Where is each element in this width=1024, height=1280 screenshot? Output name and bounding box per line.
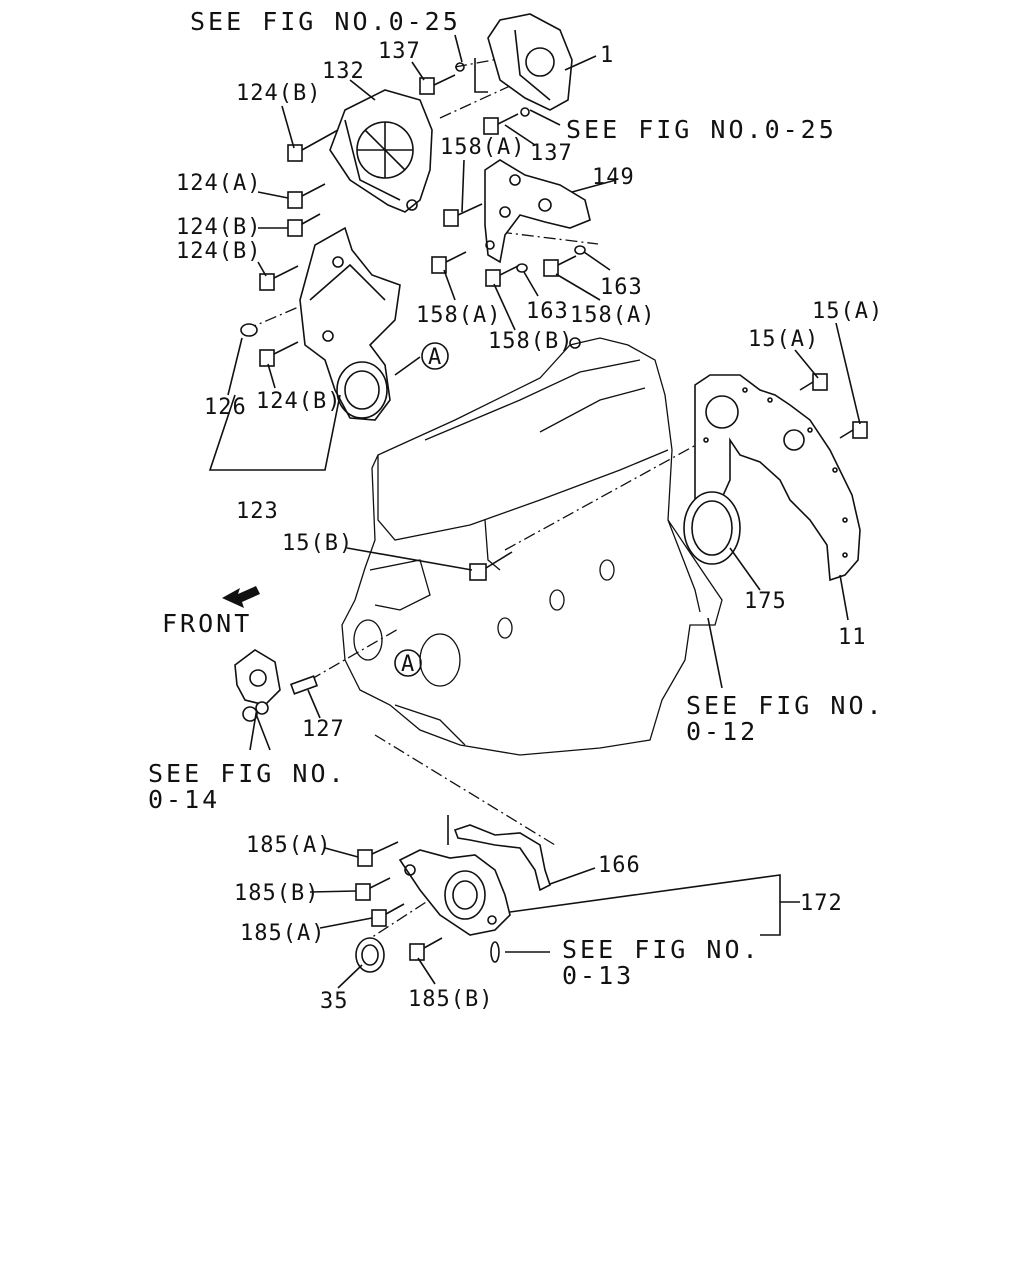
bolt-158a-3 (543, 255, 577, 277)
leader-lines (208, 34, 861, 989)
marker-a-top-label: A (428, 345, 442, 370)
bolt-137-top (419, 74, 456, 95)
engine-block (341, 337, 723, 756)
bolt-124b-1 (287, 129, 339, 162)
bracket (484, 159, 591, 273)
bolt-124b-2 (287, 213, 321, 237)
lower-timing-cover (240, 226, 401, 421)
rear-oil-seal (683, 491, 741, 565)
bolt-158b (485, 265, 519, 287)
callout-1: 1 (600, 43, 614, 68)
callout-185b-1: 185(B) (234, 881, 319, 906)
bolt-158a-1 (443, 203, 483, 227)
callout-123: 123 (236, 499, 279, 524)
upper-timing-cover (329, 89, 433, 213)
callout-158a-3: 158(A) (570, 303, 655, 328)
bolt-124a (287, 183, 326, 209)
bolt-124b-3 (259, 265, 299, 291)
callout-124b-3: 124(B) (176, 239, 261, 264)
ref-fig-0-14-line1: SEE FIG NO. (148, 759, 347, 788)
bolt-137-mid (483, 113, 519, 135)
marker-a-engine: A (394, 649, 422, 677)
marker-a-engine-label: A (401, 652, 415, 677)
front-label: FRONT (162, 609, 252, 638)
callout-185a-1: 185(A) (246, 833, 331, 858)
callout-172: 172 (800, 891, 843, 916)
callout-15a-1: 15(A) (748, 327, 819, 352)
dowel-pin (289, 675, 319, 695)
callout-11: 11 (838, 625, 867, 650)
bolt-15a-2 (839, 421, 868, 439)
front-oil-seal (355, 937, 385, 973)
ref-fig-0-13-line2: 0-13 (562, 961, 634, 990)
ref-fig-0-25-mid: SEE FIG NO.0-25 (566, 115, 837, 144)
callout-137-top: 137 (378, 39, 421, 64)
bolt-158a-2 (431, 251, 467, 274)
ref-fig-0-25-top: SEE FIG NO.0-25 (190, 7, 461, 36)
callout-137-mid: 137 (530, 141, 573, 166)
callout-132: 132 (322, 59, 365, 84)
callout-124b-2: 124(B) (176, 215, 261, 240)
ref-fig-0-14-line2: 0-14 (148, 785, 220, 814)
flywheel-housing-plate (694, 374, 861, 582)
callout-166: 166 (598, 853, 641, 878)
callout-15a-2: 15(A) (812, 299, 883, 324)
callout-124b-4: 124(B) (256, 389, 341, 414)
callout-149: 149 (592, 165, 635, 190)
ref-fig-0-12-line2: 0-12 (686, 717, 758, 746)
assembly-lines (244, 54, 706, 946)
callout-185b-2: 185(B) (408, 987, 493, 1012)
front-cover-assembly (398, 824, 551, 963)
bolt-124b-4 (259, 341, 299, 367)
ref-fig-0-13-line1: SEE FIG NO. (562, 935, 761, 964)
callout-163-a: 163 (600, 275, 643, 300)
marker-a-top: A (421, 342, 449, 370)
timing-rear-plate (455, 13, 573, 117)
bolt-185a-1 (357, 841, 399, 867)
callout-127: 127 (302, 717, 345, 742)
bolt-15b (469, 551, 513, 581)
bolt-185b-1 (355, 877, 391, 901)
bolts (259, 74, 868, 961)
callout-158a-1: 158(A) (440, 135, 525, 160)
callout-175: 175 (744, 589, 787, 614)
callout-15b: 15(B) (282, 531, 353, 556)
front-arrow-icon (222, 586, 260, 608)
bolt-185a-2 (371, 903, 405, 927)
callout-163-b: 163 (526, 299, 569, 324)
bolt-15a-1 (799, 373, 828, 391)
crank-pulley-part (234, 649, 281, 722)
callout-124a: 124(A) (176, 171, 261, 196)
callout-35: 35 (320, 989, 349, 1014)
callout-158b: 158(B) (488, 329, 573, 354)
ref-fig-0-12-line1: SEE FIG NO. (686, 691, 885, 720)
callout-185a-2: 185(A) (240, 921, 325, 946)
bolt-185b-2 (409, 937, 443, 961)
callout-124b-1: 124(B) (236, 81, 321, 106)
callout-158a-2: 158(A) (416, 303, 501, 328)
callout-126: 126 (204, 395, 247, 420)
